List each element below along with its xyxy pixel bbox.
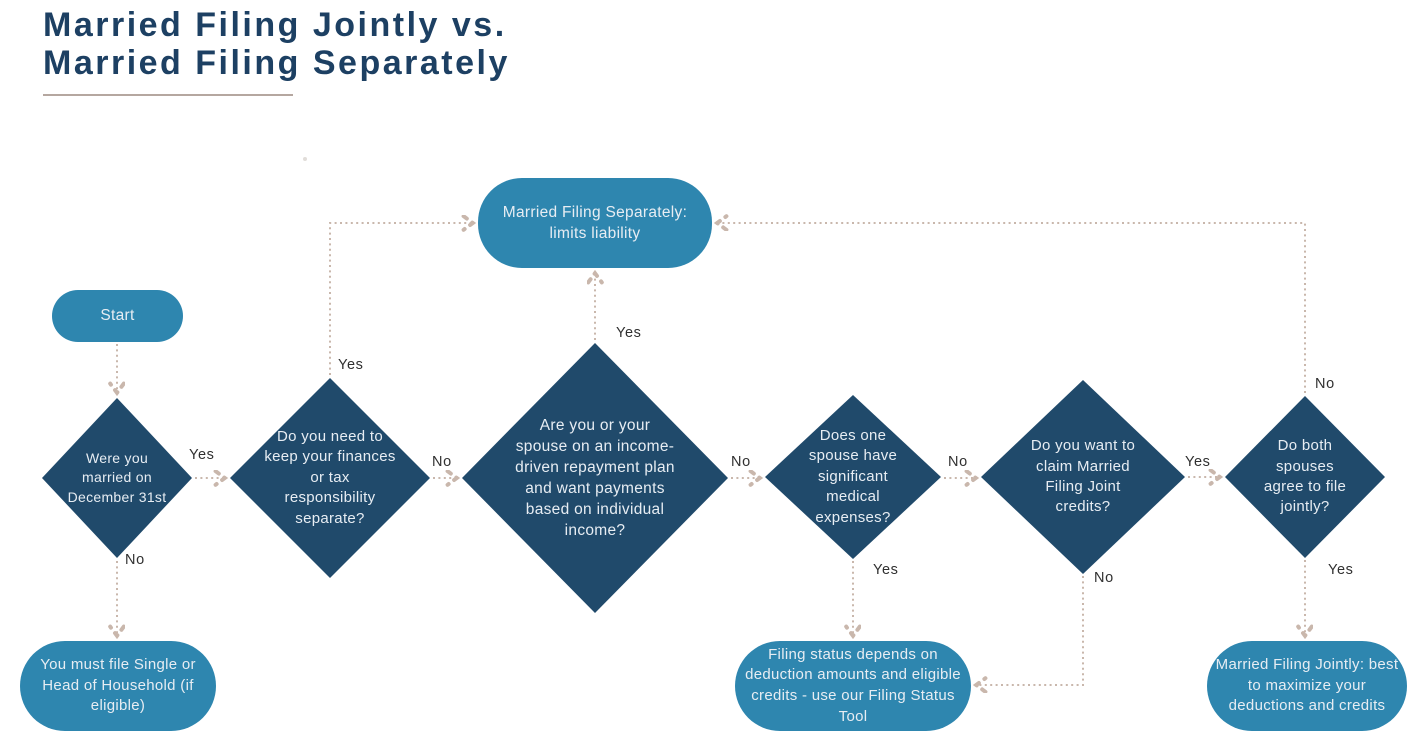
edge-label-married-no: No (125, 552, 145, 568)
outcome-married-filing-jointly: Married Filing Jointly: best to maximize… (1207, 641, 1407, 731)
edge-label-married-yes: Yes (189, 447, 215, 463)
title-underline (43, 94, 293, 96)
stray-mark (303, 157, 307, 161)
node-label: Do you want to claim Married Filing Join… (1030, 437, 1136, 516)
diamond-shape (1225, 396, 1385, 558)
decision-medical-expenses: Does one spouse have significant medical… (765, 395, 941, 559)
connector-separate-yes-to-mfs (329, 223, 472, 375)
node-label: Filing status depends on deduction amoun… (745, 645, 961, 725)
outcome-single-or-hoh: You must file Single or Head of Househol… (20, 641, 216, 731)
diamond-shape (765, 395, 941, 559)
outcome-filing-status-tool: Filing status depends on deduction amoun… (735, 641, 971, 731)
node-start: Start (52, 290, 183, 342)
page-title-line1: Married Filing Jointly vs. (43, 6, 507, 44)
edge-label-medical-no: No (948, 454, 968, 470)
connector-credits-no-to-tool (977, 576, 1084, 685)
edge-label-separate-no: No (432, 454, 452, 470)
node-label: Married Filing Jointly: best to maximize… (1215, 655, 1399, 715)
node-label: Start (100, 307, 135, 325)
node-label: Do you need to keep your finances or tax… (264, 428, 396, 527)
node-label: Do both spouses agree to file jointly? (1263, 437, 1347, 516)
diamond-shape (42, 398, 192, 558)
node-label: Are you or your spouse on an income-driv… (515, 416, 675, 540)
page-title: Married Filing Jointly vs. Married Filin… (43, 6, 510, 83)
edge-label-credits-yes: Yes (1185, 454, 1211, 470)
page-title-line2: Married Filing Separately (43, 44, 510, 83)
connector-agree-no-to-mfs (718, 223, 1306, 393)
decision-married-dec31: Were you married on December 31st (42, 398, 192, 558)
edge-label-agree-yes: Yes (1328, 562, 1354, 578)
decision-idr-plan: Are you or your spouse on an income-driv… (462, 343, 728, 613)
node-label: Married Filing Separately: limits liabil… (502, 203, 688, 242)
edge-label-separate-yes: Yes (338, 357, 364, 373)
outcome-married-filing-separately: Married Filing Separately: limits liabil… (478, 178, 712, 268)
edge-label-idr-no: No (731, 454, 751, 470)
edge-label-credits-no: No (1094, 570, 1114, 586)
diamond-shape (462, 343, 728, 613)
decision-mfj-credits: Do you want to claim Married Filing Join… (981, 380, 1185, 574)
decision-agree-jointly: Do both spouses agree to file jointly? (1225, 396, 1385, 558)
decision-keep-separate: Do you need to keep your finances or tax… (230, 378, 430, 578)
edge-label-medical-yes: Yes (873, 562, 899, 578)
node-label: Does one spouse have significant medical… (808, 427, 898, 526)
node-label: Were you married on December 31st (67, 450, 167, 505)
node-label: You must file Single or Head of Househol… (40, 655, 196, 715)
diamond-shape (230, 378, 430, 578)
edge-label-idr-yes: Yes (616, 325, 642, 341)
diamond-shape (981, 380, 1185, 574)
edge-label-agree-no: No (1315, 376, 1335, 392)
